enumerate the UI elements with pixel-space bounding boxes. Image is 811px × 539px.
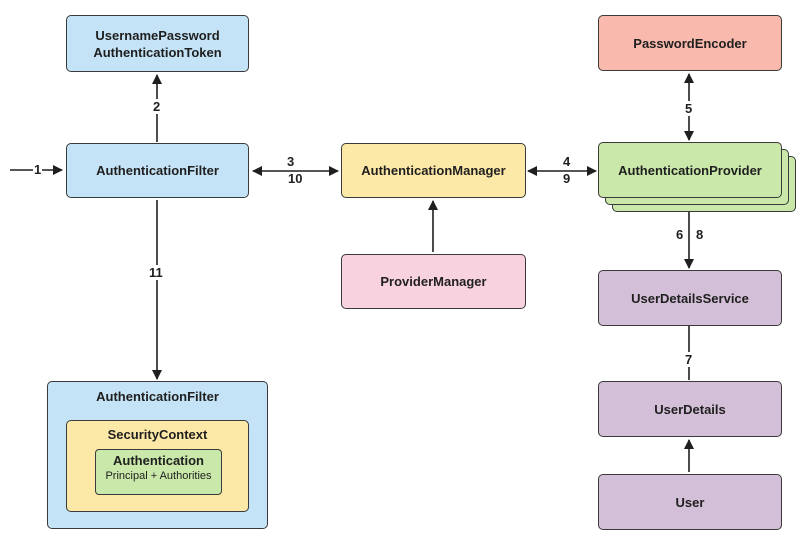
authentication-filter-label: AuthenticationFilter bbox=[96, 163, 219, 178]
edge-label-8: 8 bbox=[696, 227, 704, 242]
edge-label-6: 6 bbox=[676, 227, 684, 242]
edge-label-2: 2 bbox=[152, 99, 162, 114]
authentication-sublabel: Principal + Authorities bbox=[105, 470, 212, 482]
edge-label-11: 11 bbox=[148, 265, 164, 280]
user-details-service-label: UserDetailsService bbox=[631, 290, 749, 306]
security-context-node: SecurityContext Authentication Principal… bbox=[66, 420, 249, 512]
edge-label-9: 9 bbox=[563, 171, 571, 186]
authentication-filter-container-label: AuthenticationFilter bbox=[96, 389, 219, 404]
authentication-manager-node: AuthenticationManager bbox=[341, 143, 526, 198]
password-encoder-label: PasswordEncoder bbox=[633, 35, 747, 51]
edge-label-4: 4 bbox=[563, 154, 571, 169]
user-node: User bbox=[598, 474, 782, 530]
authentication-manager-label: AuthenticationManager bbox=[361, 163, 506, 178]
edge-label-1: 1 bbox=[33, 162, 43, 177]
edge-label-7: 7 bbox=[684, 352, 694, 367]
edge-label-3: 3 bbox=[287, 154, 295, 169]
authentication-node: Authentication Principal + Authorities bbox=[95, 449, 222, 495]
user-details-node: UserDetails bbox=[598, 381, 782, 437]
authentication-filter-node: AuthenticationFilter bbox=[66, 143, 249, 198]
password-encoder-node: PasswordEncoder bbox=[598, 15, 782, 71]
user-label: User bbox=[675, 494, 705, 510]
provider-manager-label: ProviderManager bbox=[380, 274, 487, 289]
token-node: UsernamePassword AuthenticationToken bbox=[66, 15, 249, 72]
edge-label-10: 10 bbox=[288, 171, 303, 186]
edge-label-5: 5 bbox=[684, 101, 694, 116]
authentication-filter-container: AuthenticationFilter SecurityContext Aut… bbox=[47, 381, 268, 529]
authentication-label: Authentication bbox=[113, 453, 204, 468]
security-context-label: SecurityContext bbox=[107, 427, 208, 442]
authentication-provider-label: AuthenticationProvider bbox=[618, 162, 762, 178]
authentication-provider-node: AuthenticationProvider bbox=[598, 142, 782, 198]
user-details-service-node: UserDetailsService bbox=[598, 270, 782, 326]
user-details-label: UserDetails bbox=[654, 401, 726, 417]
token-label: UsernamePassword AuthenticationToken bbox=[93, 27, 222, 60]
provider-manager-node: ProviderManager bbox=[341, 254, 526, 309]
